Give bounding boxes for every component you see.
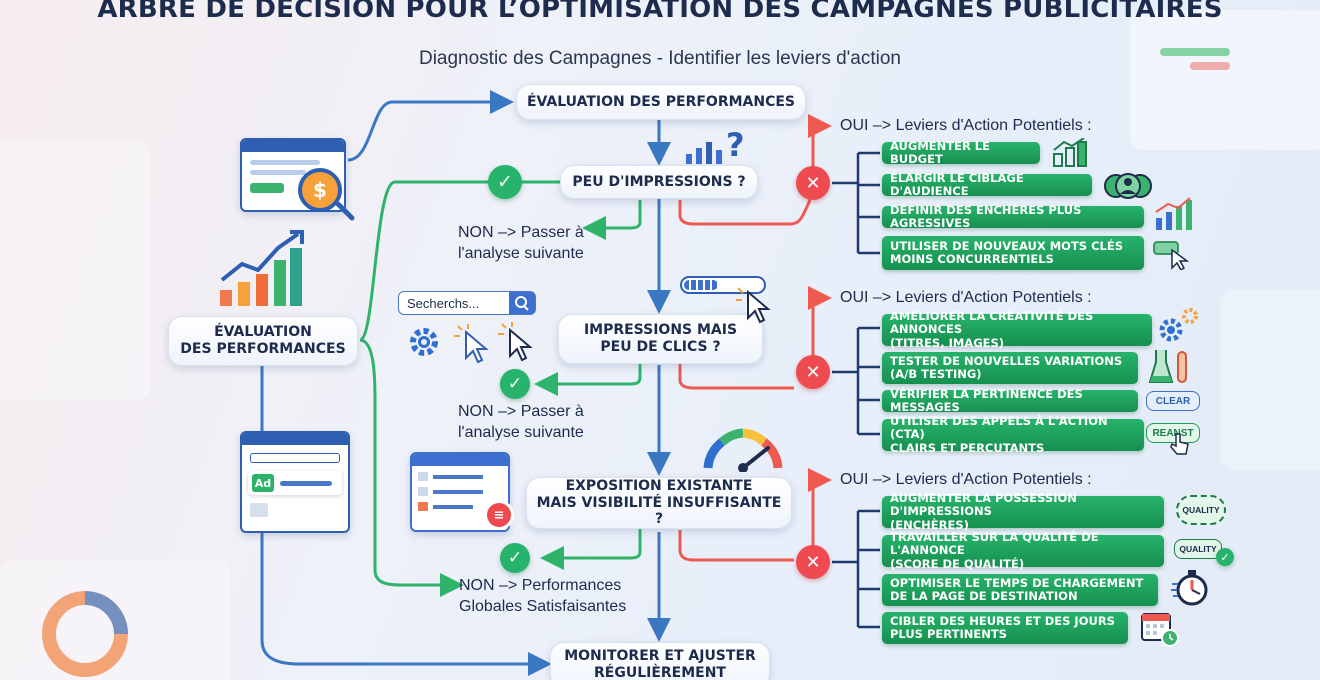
node-evaluation-top: ÉVALUATION DES PERFORMANCES — [516, 84, 806, 120]
question-mark-icon: ? — [726, 126, 745, 164]
group-label-2: OUI –> Leviers d'Action Potentiels : — [840, 289, 1092, 306]
node-evaluation-root: ÉVALUATION DES PERFORMANCES — [168, 316, 358, 366]
gears-icon — [1159, 308, 1198, 342]
ad-badge: Ad — [252, 474, 274, 492]
group-label-1: OUI –> Leviers d'Action Potentiels : — [840, 117, 1092, 134]
action-item: ÉLARGIR LE CIBLAGE D'AUDIENCE — [882, 171, 1092, 198]
action-item: CIBLER DES HEURES ET DES JOURS PLUS PERT… — [882, 612, 1128, 644]
action-item: VÉRIFIER LA PERTINENCE DES MESSAGES — [882, 387, 1138, 414]
quality-tag-icon: QUALITY — [1174, 539, 1222, 559]
action-item: TRAVAILLER SUR LA QUALITÉ DE L'ANNONCE (… — [882, 531, 1164, 570]
node-question-clicks: IMPRESSIONS MAIS PEU DE CLICS ? — [558, 314, 763, 364]
action-item: AUGMENTER LE BUDGET — [882, 139, 1040, 166]
group-label-3: OUI –> Leviers d'Action Potentiels : — [840, 471, 1092, 488]
audience-icon — [1104, 173, 1152, 199]
search-icon — [509, 292, 535, 314]
dashboard-window-illustration — [240, 138, 346, 212]
action-item: TESTER DE NOUVELLES VARIATIONS (A/B TEST… — [882, 352, 1138, 384]
ad-page-illustration: Ad — [240, 431, 350, 533]
ab-test-flasks-icon — [1148, 350, 1187, 383]
action-item: OPTIMISER LE TEMPS DE CHARGEMENT DE LA P… — [882, 574, 1158, 606]
action-item: UTILISER DE NOUVEAUX MOTS CLÉS MOINS CON… — [882, 236, 1144, 270]
clear-button-icon: CLEAR — [1146, 391, 1200, 411]
dollar-search-icon: $ — [298, 168, 342, 212]
action-item: DÉFINIR DES ENCHÈRES PLUS AGRESSIVES — [882, 203, 1144, 230]
node-question-impressions: PEU D'IMPRESSIONS ? — [560, 165, 758, 199]
page-subtitle: Diagnostic des Campagnes - Identifier le… — [418, 48, 902, 69]
action-item: UTILISER DES APPELS À L'ACTION (CTA) CLA… — [882, 415, 1144, 454]
react-button-icon: REANST — [1146, 423, 1200, 443]
cursor-click-icon — [498, 322, 533, 362]
note-non-1: NON –> Passer à l'analyse suivante — [458, 224, 584, 262]
node-monitor: MONITORER ET AJUSTER RÉGULIÈREMENT — [550, 642, 770, 680]
check-icon: ✓ — [500, 369, 530, 399]
gauge-icon — [703, 428, 783, 472]
filter-icon: ≡ — [484, 500, 514, 530]
stopwatch-icon — [1171, 570, 1208, 606]
check-icon: ✓ — [1216, 548, 1234, 566]
growth-chart-icon — [220, 230, 304, 306]
note-non-2: NON –> Passer à l'analyse suivante — [458, 403, 584, 441]
bar-chart-icon — [1155, 197, 1192, 230]
cross-icon: ✕ — [796, 545, 830, 579]
magnifier-handle-icon — [336, 202, 355, 221]
cross-icon: ✕ — [796, 355, 830, 389]
action-item: AMÉLIORER LA CRÉATIVITÉ DES ANNONCES (TI… — [882, 310, 1152, 349]
bar-chart-question-icon — [686, 142, 722, 164]
cursor-icon — [736, 287, 771, 324]
progress-bar-icon — [680, 276, 766, 294]
growth-arrows-icon — [1053, 138, 1087, 167]
check-icon: ✓ — [488, 165, 522, 199]
node-question-visibility: EXPOSITION EXISTANTE MAIS VISIBILITÉ INS… — [526, 477, 792, 529]
cross-icon: ✕ — [796, 166, 830, 200]
search-input: Secherchs... — [398, 291, 536, 315]
hand-cursor-icon — [1170, 433, 1189, 455]
cursor-click-icon — [454, 324, 489, 364]
keyword-cursor-icon — [1153, 241, 1190, 270]
action-item: AUGMENTER LA POSSESSION D'IMPRESSIONS (E… — [882, 492, 1164, 531]
gear-icon — [410, 328, 438, 356]
calendar-clock-icon — [1141, 613, 1179, 647]
note-non-3: NON –> Performances Globales Satisfaisan… — [459, 577, 627, 615]
quality-badge-icon: QUALITY — [1176, 495, 1226, 525]
check-icon: ✓ — [500, 543, 530, 573]
page-title: ARBRE DE DÉCISION POUR L’OPTIMISATION DE… — [97, 0, 1223, 24]
